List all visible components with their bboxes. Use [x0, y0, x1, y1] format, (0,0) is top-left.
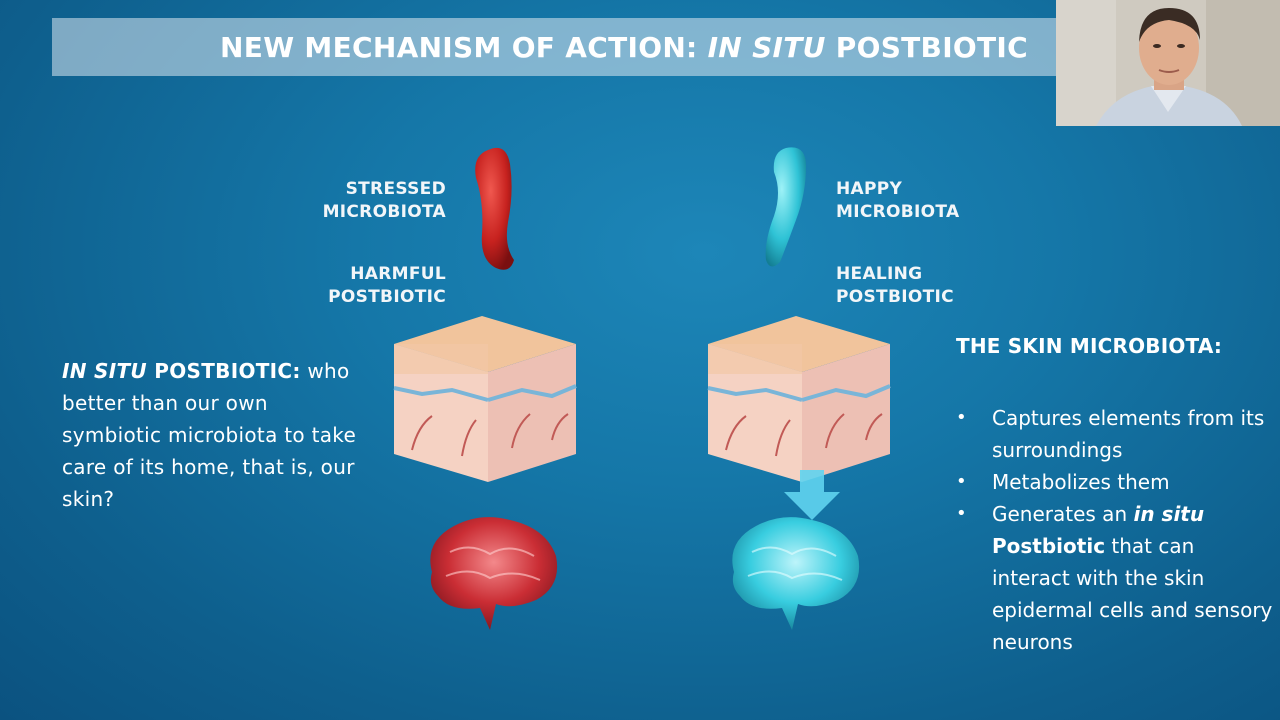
- skin-block-right-icon: [707, 316, 891, 482]
- slide-title: NEW MECHANISM OF ACTION: IN SITU POSTBIO…: [220, 30, 1028, 64]
- presenter-webcam: [1056, 0, 1280, 126]
- healing-postbiotic-label: HEALING POSTBIOTIC: [836, 264, 954, 307]
- happy-bacterium-icon: [765, 147, 806, 267]
- stressed-bacterium-icon: [475, 147, 514, 270]
- bullet-captures: Captures elements from its surroundings: [956, 402, 1276, 466]
- brain-cyan-icon: [732, 517, 860, 630]
- harmful-postbiotic-label: HARMFUL POSTBIOTIC: [328, 264, 446, 307]
- slide-title-bar: NEW MECHANISM OF ACTION: IN SITU POSTBIO…: [52, 18, 1056, 76]
- in-situ-postbiotic-text: IN SITU POSTBIOTIC: who better than our …: [62, 359, 357, 511]
- bullet-metabolizes: Metabolizes them: [956, 466, 1276, 498]
- presenter-video-feed: [1056, 0, 1280, 126]
- arrow-down-icon: [784, 470, 840, 520]
- skin-block-left-icon: [393, 316, 577, 482]
- skin-microbiota-heading: THE SKIN MICROBIOTA:: [956, 334, 1223, 358]
- happy-microbiota-label: HAPPY MICROBIOTA: [836, 179, 960, 222]
- stressed-microbiota-label: STRESSED MICROBIOTA: [322, 179, 446, 222]
- skin-microbiota-bullets: Captures elements from its surroundings …: [956, 402, 1276, 658]
- brain-red-icon: [430, 517, 558, 630]
- skin-microbiota-panel: THE SKIN MICROBIOTA: Captures elements f…: [956, 334, 1276, 658]
